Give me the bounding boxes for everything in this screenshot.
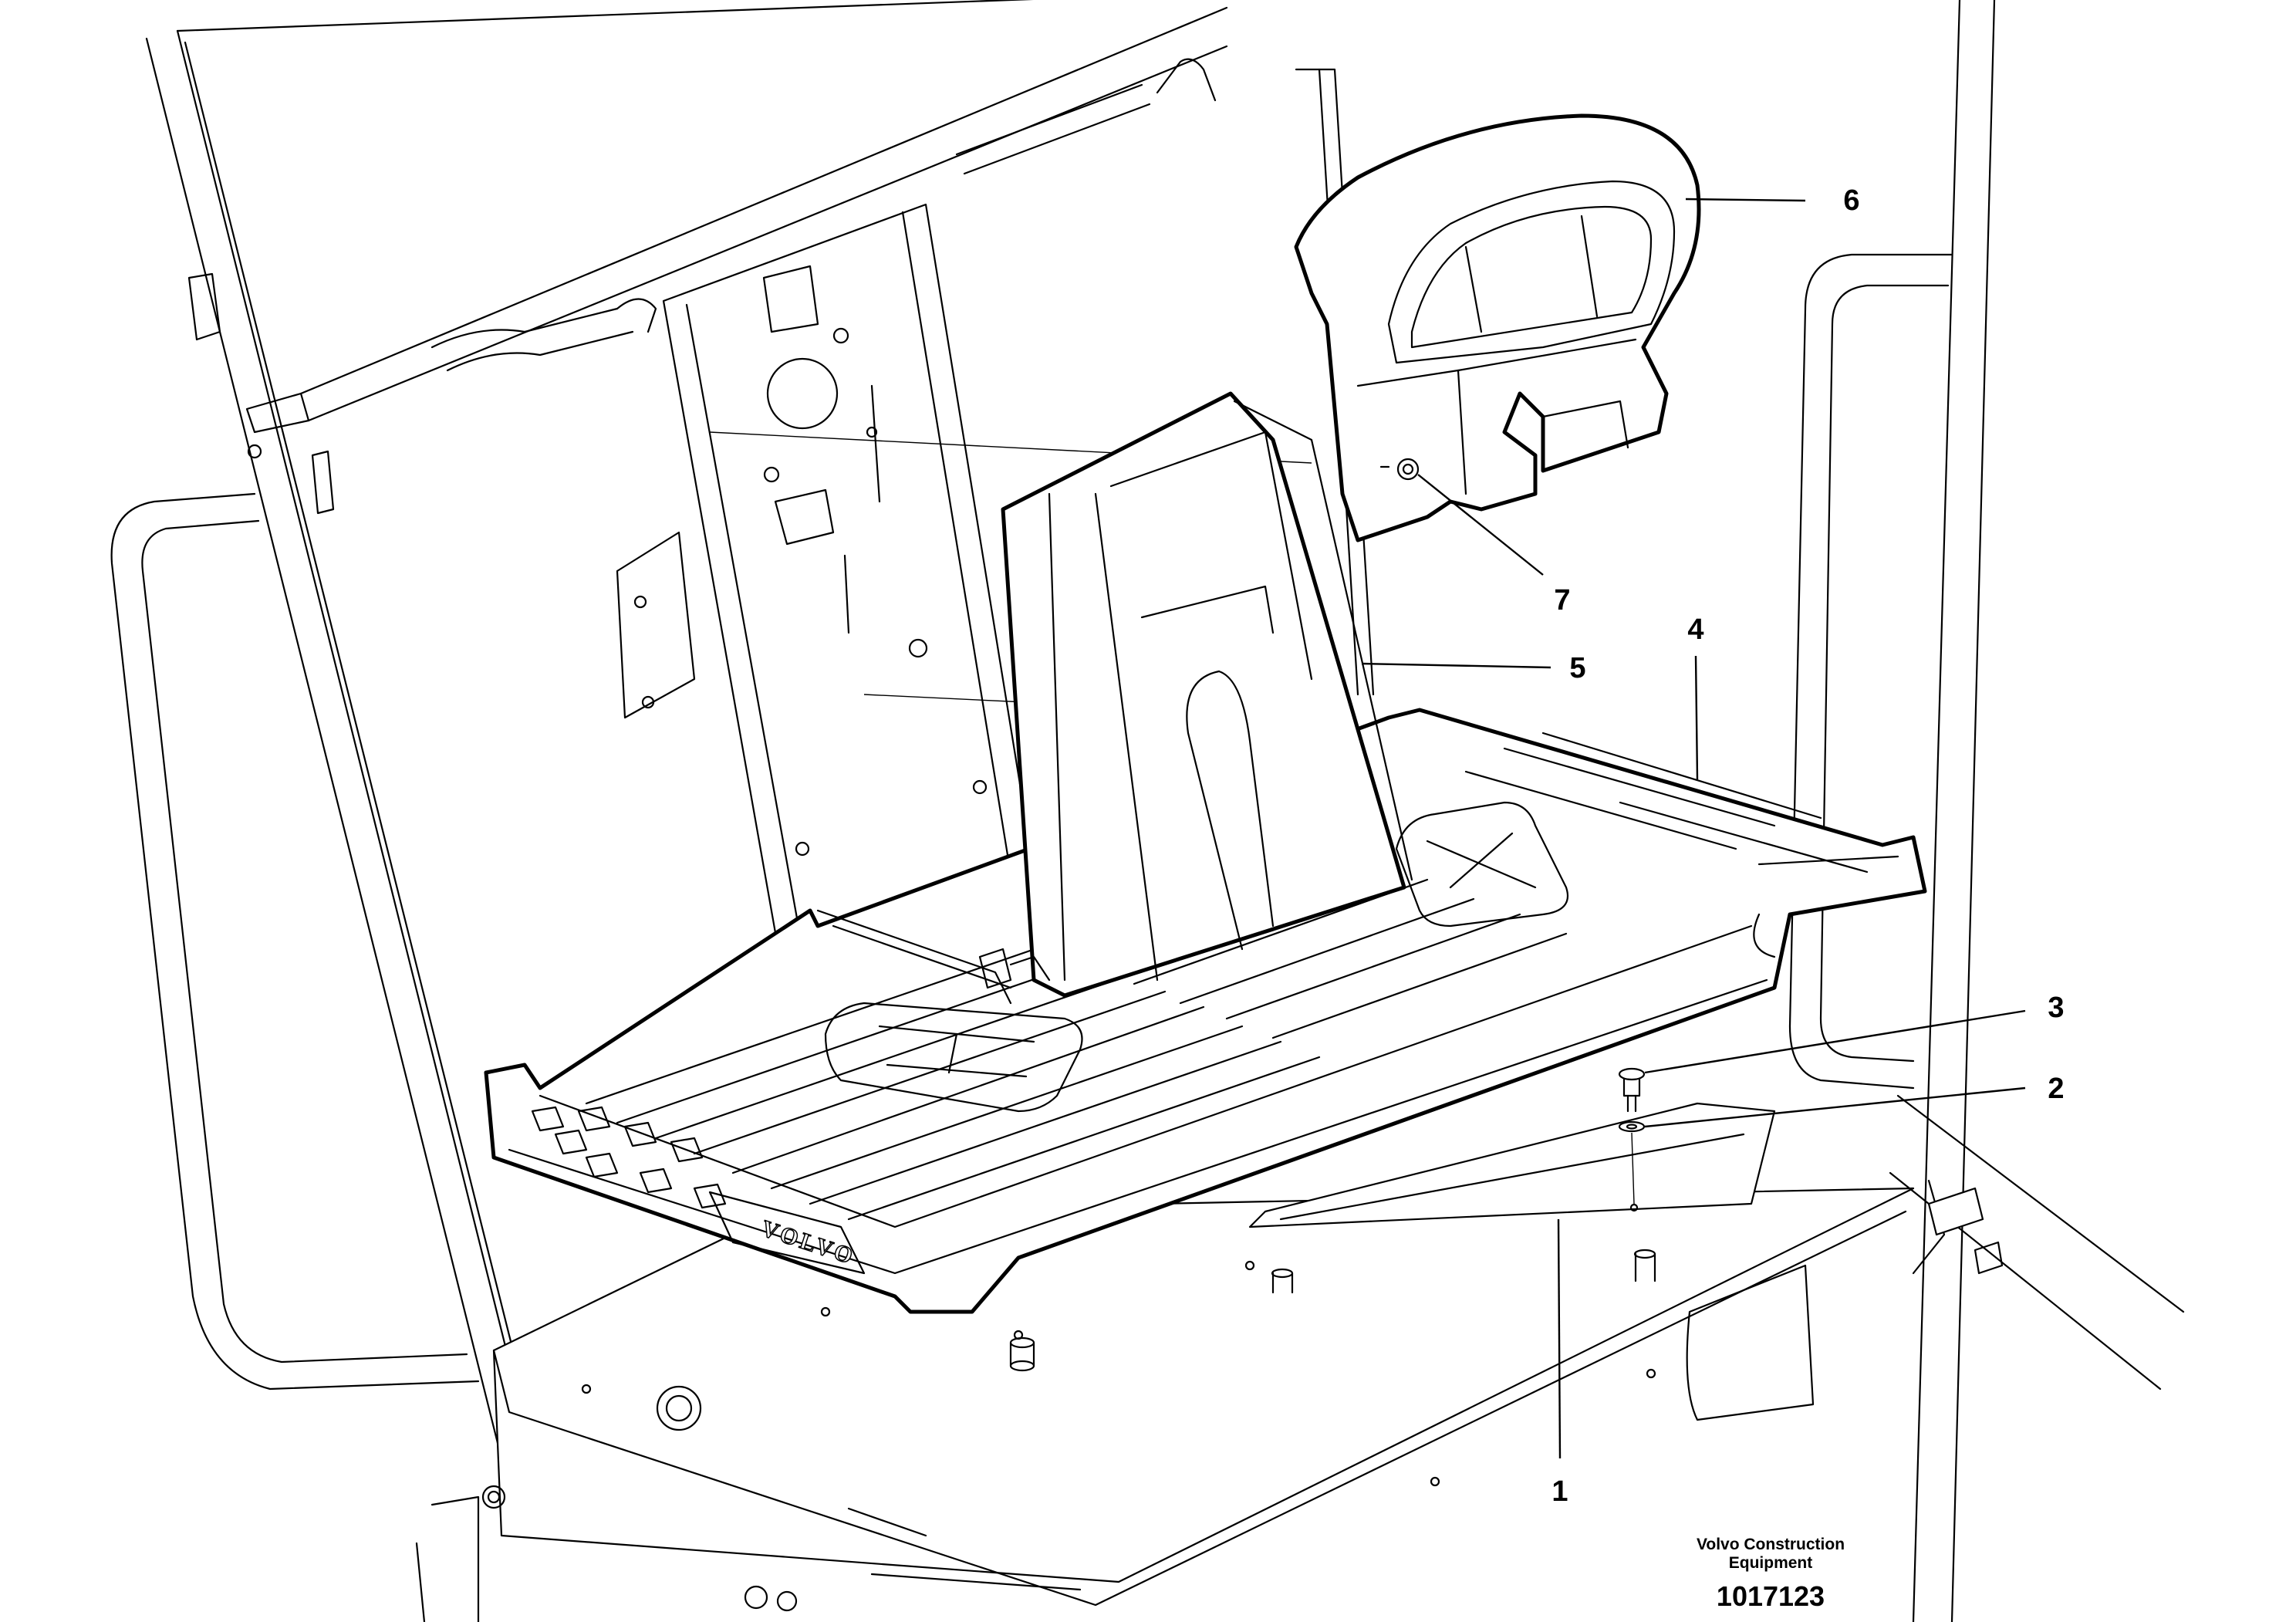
leader-2 [1644,1086,2026,1128]
callout-1: 1 [1551,1475,1568,1508]
callout-5: 5 [1569,652,1585,684]
cab-frame [110,0,2185,1622]
leader-3 [1644,1009,2026,1074]
callouts: 1 2 3 4 5 6 7 [1551,184,2064,1508]
callout-6: 6 [1843,184,1859,217]
floor-mat: VOLVO [484,708,1927,1314]
leader-6 [1685,198,1806,202]
callout-2: 2 [2048,1073,2064,1105]
callout-7: 7 [1554,584,1570,617]
callout-3: 3 [2048,992,2064,1024]
publisher-credit: Volvo Construction Equipment [1651,1536,1890,1573]
leader-4 [1694,655,1699,780]
publisher-line-1: Volvo Construction [1696,1536,1845,1553]
leader-7 [1417,474,1544,576]
leader-1 [1557,1218,1562,1459]
drawing-number: 1017123 [1716,1580,1825,1612]
leader-lines [1361,198,2026,1459]
support-beam [1248,1102,1776,1228]
seat-back-cover [816,391,1413,1005]
air-duct [1294,113,1701,542]
leader-5 [1361,662,1551,669]
publisher-line-2: Equipment [1728,1554,1813,1572]
fasteners [1618,1067,1646,1212]
callout-4: 4 [1687,613,1703,646]
